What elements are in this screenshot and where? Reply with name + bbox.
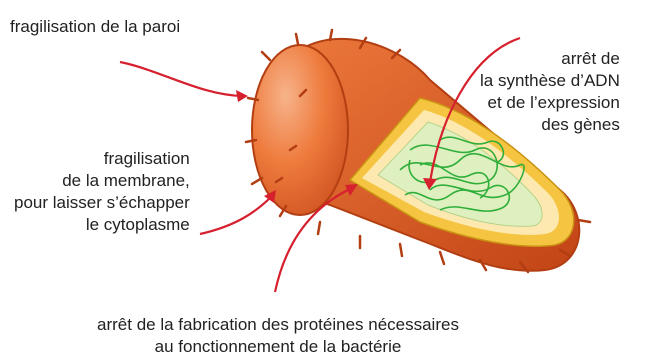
- label-wall-fragilisation: fragilisation de la paroi: [10, 16, 180, 38]
- label-protein-stop: arrêt de la fabrication des protéines né…: [28, 314, 528, 356]
- arrow-membrane: [200, 196, 272, 234]
- arrow-wall: [120, 62, 242, 96]
- arrowhead-wall: [236, 90, 248, 102]
- label-dna-stop: arrêt de la synthèse d’ADN et de l’expre…: [480, 48, 620, 136]
- label-membrane-fragilisation: fragilisation de la membrane, pour laiss…: [14, 148, 190, 236]
